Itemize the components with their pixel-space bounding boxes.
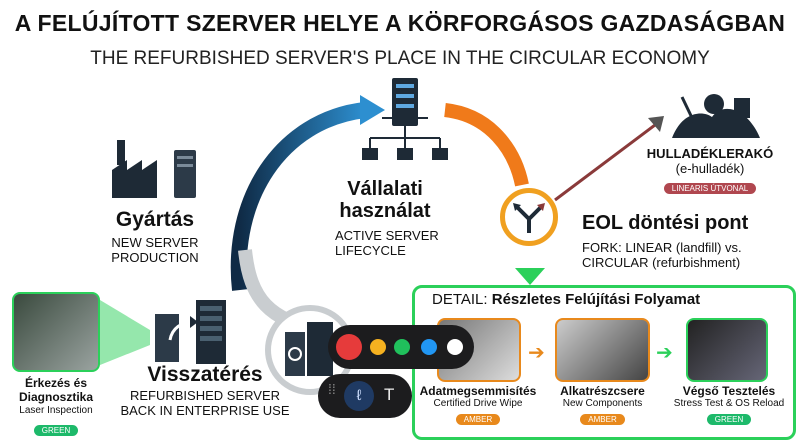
- return-title: Visszatérés: [147, 363, 263, 386]
- return-line: REFURBISHED SERVER: [129, 388, 280, 403]
- usage-desc: ACTIVE SERVER LIFECYCLE: [320, 228, 450, 258]
- production-line: PRODUCTION: [111, 250, 199, 265]
- arrow-right-icon: ➔: [528, 342, 545, 364]
- return-desc: REFURBISHED SERVER BACK IN ENTERPRISE US…: [120, 388, 290, 418]
- arrival-badge: GREEN: [33, 425, 79, 436]
- usage-line: ACTIVE SERVER: [335, 228, 439, 243]
- step-title: Adatmegsemmisítés: [419, 384, 537, 398]
- eol-title: EOL döntési pont: [582, 212, 749, 234]
- detail-step: Adatmegsemmisítés Certified Drive Wipe A…: [418, 384, 538, 427]
- arrowhead: [648, 116, 664, 132]
- landfill-subtitle: (e-hulladék): [675, 161, 745, 176]
- step-desc: Certified Drive Wipe: [433, 398, 523, 409]
- text-tool-icon[interactable]: T: [384, 385, 395, 404]
- landfill-icon: [672, 94, 760, 138]
- refurbished-server-icon: [285, 322, 333, 376]
- page-title: A FELÚJÍTOTT SZERVER HELYE A KÖRFORGÁSOS…: [14, 10, 786, 36]
- usage-title-line: Vállalati: [347, 178, 423, 200]
- arrow-usage-to-eol: [443, 103, 529, 187]
- color-white-swatch[interactable]: [447, 339, 463, 355]
- usage-line: LIFECYCLE: [335, 243, 406, 258]
- detail-prefix: DETAIL:: [432, 291, 488, 308]
- arrival-title-line: Érkezés és: [24, 376, 88, 390]
- eol-line: FORK: LINEAR (landfill) vs.: [582, 240, 742, 255]
- detail-heading: DETAIL: Részletes Felújítási Folyamat: [432, 291, 700, 308]
- pen-tool-icon[interactable]: ℓ: [344, 381, 374, 411]
- production-desc: NEW SERVER PRODUCTION: [95, 235, 215, 265]
- color-palette-toolbar: [328, 325, 474, 369]
- step-title: Alkatrészcsere: [560, 384, 645, 398]
- production-line: NEW SERVER: [111, 235, 199, 250]
- eol-desc: FORK: LINEAR (landfill) vs. CIRCULAR (re…: [582, 240, 742, 270]
- factory-icon: [112, 140, 196, 198]
- arrival-title: Érkezés és Diagnosztika: [0, 376, 112, 404]
- usage-title-line: használat: [339, 200, 431, 222]
- detail-step: Végső Tesztelés Stress Test & OS Reload …: [665, 384, 793, 427]
- arrowhead: [360, 95, 385, 125]
- fork-icon: [500, 188, 558, 246]
- server-migrate-icon: [155, 300, 226, 364]
- page-subtitle: THE REFURBISHED SERVER'S PLACE IN THE CI…: [90, 48, 710, 69]
- step-title: Végső Tesztelés: [682, 384, 776, 398]
- arrow-right-icon: ➔: [656, 342, 673, 364]
- production-title: Gyártás: [115, 208, 195, 231]
- usage-title: Vállalati használat: [320, 178, 450, 222]
- step-badge: GREEN: [706, 414, 752, 425]
- landfill-title: HULLADÉKLERAKÓ: [646, 146, 774, 161]
- server-network-icon: [362, 78, 448, 160]
- eol-line: CIRCULAR (refurbishment): [582, 255, 741, 270]
- step-desc: Stress Test & OS Reload: [673, 398, 785, 409]
- step-desc: New Components: [562, 398, 643, 409]
- step-badge: AMBER: [455, 414, 501, 425]
- step-badge: AMBER: [580, 414, 625, 425]
- arrival-title-line: Diagnosztika: [18, 390, 93, 404]
- arrival-desc: Laser Inspection: [19, 405, 93, 416]
- color-blue-swatch[interactable]: [421, 339, 437, 355]
- components-image: [555, 318, 650, 382]
- detail-title: Részletes Felújítási Folyamat: [491, 291, 701, 308]
- return-line: BACK IN ENTERPRISE USE: [120, 403, 290, 418]
- detail-step: Alkatrészcsere New Components AMBER: [545, 384, 660, 427]
- arrow-eol-to-landfill: [554, 123, 656, 202]
- color-red-swatch[interactable]: [336, 334, 362, 360]
- color-green-swatch[interactable]: [394, 339, 410, 355]
- color-yellow-swatch[interactable]: [370, 339, 386, 355]
- drawing-tools-toolbar: ⁞⁞ ℓ T: [318, 374, 412, 418]
- laser-inspection-image: [12, 292, 100, 372]
- green-beam: [100, 300, 150, 365]
- drag-handle-icon[interactable]: ⁞⁞: [328, 381, 336, 397]
- linear-path-badge: LINEARIS ÚTVONAL: [663, 183, 757, 194]
- arrowhead: [515, 268, 545, 285]
- testing-image: [686, 318, 768, 382]
